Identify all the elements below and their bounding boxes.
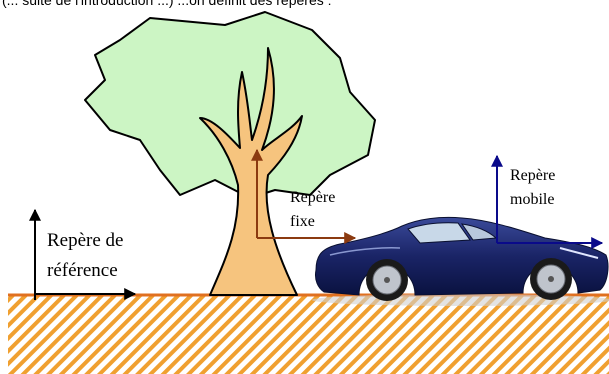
fixed-frame-label-line2: fixe (290, 213, 315, 230)
sports-car (312, 217, 609, 306)
ground (8, 295, 609, 374)
mobile-frame-label-line2: mobile (510, 191, 554, 208)
fixed-frame-label-line1: Repère (290, 189, 335, 206)
reference-frame-label-line1: Repère de (47, 230, 123, 251)
tree-foliage (85, 12, 375, 198)
reference-frame-label-line2: référence (47, 260, 118, 281)
reference-frame (35, 210, 135, 300)
mobile-frame-label-line1: Repère (510, 167, 555, 184)
intro-caption: (... suite de l'introduction ...) ...on … (2, 0, 332, 8)
